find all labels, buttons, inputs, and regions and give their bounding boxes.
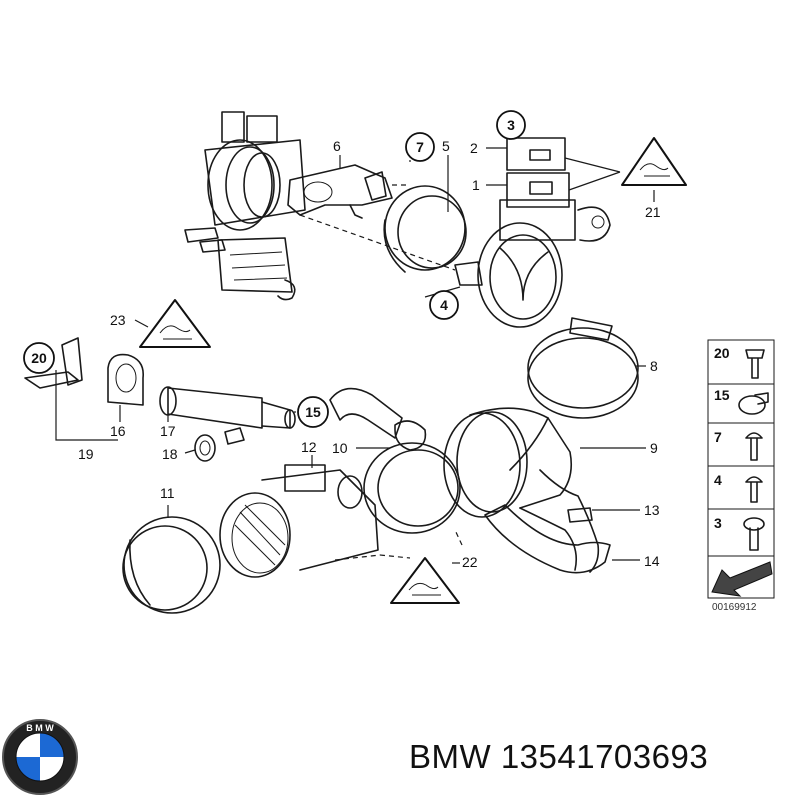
gasket-6: [287, 164, 393, 219]
callout-6: 6: [333, 138, 341, 154]
callout-20-circled: 20: [31, 350, 47, 366]
sealing-ring-11: [122, 516, 221, 614]
callout-11: 11: [160, 485, 175, 501]
callout-4-circled: 4: [440, 297, 448, 313]
circled-callouts: 3 7 4 15 20: [23, 110, 526, 428]
idle-valve-17: [159, 386, 296, 429]
callout-16: 16: [110, 423, 126, 439]
callout-1: 1: [472, 177, 480, 193]
throttle-body-right: [454, 137, 611, 328]
brand-part-number: BMW 13541703693: [409, 738, 709, 775]
callout-9: 9: [650, 440, 658, 456]
svg-text:B M W: B M W: [26, 723, 54, 733]
callout-22: 22: [462, 554, 478, 570]
bmw-logo: B M W: [2, 719, 78, 795]
callout-21: 21: [645, 204, 661, 220]
air-mass-sensor-12: [219, 464, 379, 578]
hardware-item-7: 7: [714, 429, 722, 445]
clamp-ring: [363, 442, 461, 534]
warning-triangle-21: [621, 137, 687, 186]
callout-17: 17: [160, 423, 176, 439]
callout-5: 5: [442, 138, 450, 154]
gasket-18: [194, 427, 245, 462]
callout-12: 12: [301, 439, 317, 455]
hardware-item-15: 15: [714, 387, 730, 403]
intake-boot-9: [443, 407, 600, 573]
callout-2: 2: [470, 140, 478, 156]
throttle-body-left: [184, 111, 306, 301]
callout-14: 14: [644, 553, 660, 569]
hose-10: [329, 387, 427, 451]
sealing-ring-5: [383, 185, 467, 273]
callout-7-circled: 7: [416, 139, 424, 155]
hose-clamp-8: [527, 317, 639, 419]
leader-lines: [55, 147, 655, 564]
hose-14: [484, 504, 611, 574]
hardware-item-4: 4: [714, 472, 722, 488]
callout-23: 23: [110, 312, 126, 328]
callout-labels: 1 2 5 6 8 9 10 11 12 13 14 16 17 18 19 2…: [78, 138, 661, 570]
holder-16: [107, 353, 145, 406]
callout-8: 8: [650, 358, 658, 374]
callout-10: 10: [332, 440, 348, 456]
callout-18: 18: [162, 446, 178, 462]
callout-15-circled: 15: [305, 404, 321, 420]
diagram-code: 00169912: [712, 602, 757, 613]
hardware-panel: 20 15 7 4 3 00169912: [707, 339, 775, 613]
callout-19: 19: [78, 446, 94, 462]
callout-13: 13: [644, 502, 660, 518]
hardware-item-3: 3: [714, 515, 722, 531]
hardware-item-20: 20: [714, 345, 730, 361]
bracket-20: [24, 337, 83, 389]
callout-3-circled: 3: [507, 117, 515, 133]
warning-triangle-22: [390, 557, 460, 604]
warning-triangle-23: [139, 299, 211, 348]
